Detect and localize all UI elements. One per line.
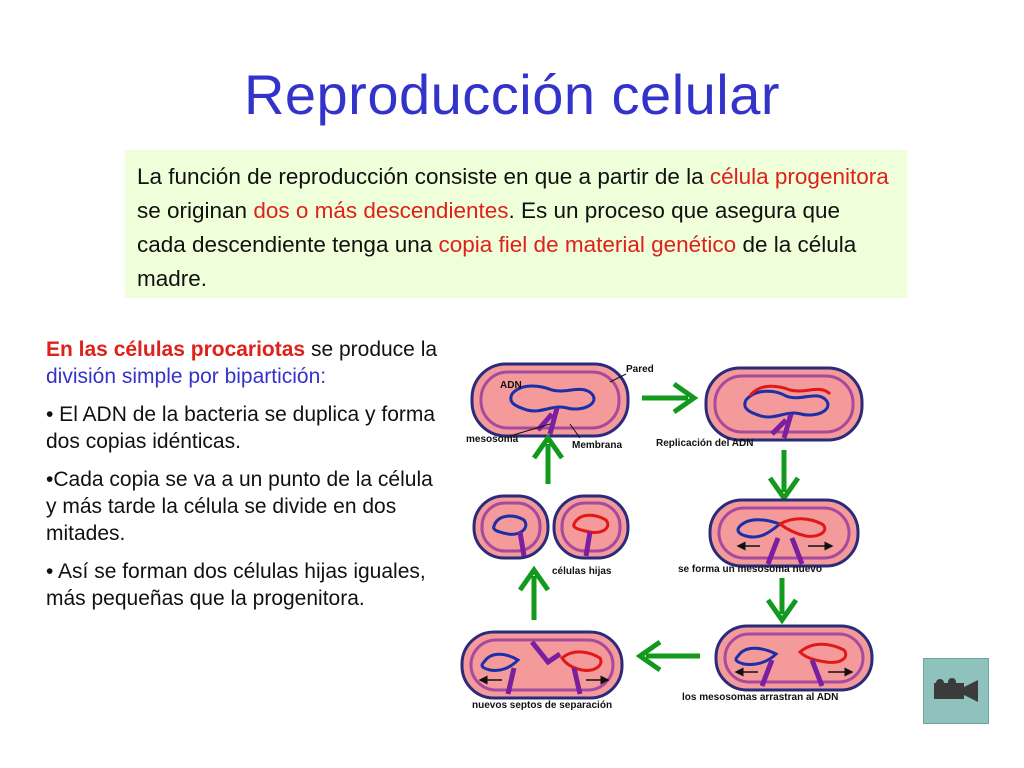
bullet-item: •Cada copia se va a un punto de la célul… [46, 468, 433, 545]
intro-text: de la célula madre. [137, 232, 857, 291]
label-mesosoma: mesosoma [466, 434, 519, 445]
label-membrana: Membrana [572, 440, 622, 451]
arrow-left [635, 639, 700, 673]
intro-highlight-copia: copia fiel de material genético [438, 232, 737, 257]
cell-replication [704, 366, 864, 442]
label-hijas: células hijas [552, 566, 612, 577]
procariotas-colon: : [320, 365, 327, 388]
cell-new-septa [460, 630, 624, 700]
label-arrastran: los mesosomas arrastran al ADN [682, 692, 838, 703]
intro-text: se originan [137, 198, 254, 223]
intro-highlight-descendientes: dos o más descendientes [253, 198, 509, 223]
label-septos: nuevos septos de separación [472, 700, 612, 711]
arrow-down [765, 578, 799, 625]
procariotas-lead: En las células procariotas [46, 338, 306, 361]
arrow-up [517, 565, 551, 620]
procariotas-highlight: división simple por bipartición [46, 365, 321, 388]
video-button[interactable] [923, 658, 989, 724]
intro-text: La función de reproducción consiste en q… [137, 164, 710, 189]
intro-highlight-progenitora: célula progenitora [709, 164, 889, 189]
slide-title: Reproducción celular [243, 63, 781, 126]
cell-original: ADN [470, 362, 630, 438]
label-adn: ADN [500, 380, 522, 391]
procariotas-text: En las células procariotas se produce la… [46, 336, 441, 623]
arrow-up [531, 433, 565, 484]
bullet-item: • Así se forman dos células hijas iguale… [46, 560, 426, 610]
cell-new-mesosome [708, 498, 860, 568]
intro-box: La función de reproducción consiste en q… [125, 150, 907, 298]
diagram-svg: ADN Pared mesosoma Membrana Replicación … [460, 362, 874, 711]
bullet-item: • El ADN de la bacteria se duplica y for… [46, 403, 436, 453]
procariotas-text-part: se produce la [305, 338, 438, 361]
arrow-down [767, 450, 801, 503]
cell-mesosomes-pull [714, 624, 874, 692]
label-nuevo-mesosoma: se forma un mesosoma nuevo [678, 564, 822, 575]
label-pared: Pared [626, 364, 654, 375]
cell-daughters [472, 494, 630, 560]
binary-fission-diagram: ADN Pared mesosoma Membrana Replicación … [460, 350, 900, 720]
arrow-right [642, 381, 699, 415]
intro-text: . Es un proceso que asegura que cada des… [137, 198, 840, 257]
procariotas-intro: En las células procariotas se produce la… [46, 336, 441, 390]
video-camera-icon [934, 678, 978, 702]
label-replicacion: Replicación del ADN [656, 438, 753, 449]
